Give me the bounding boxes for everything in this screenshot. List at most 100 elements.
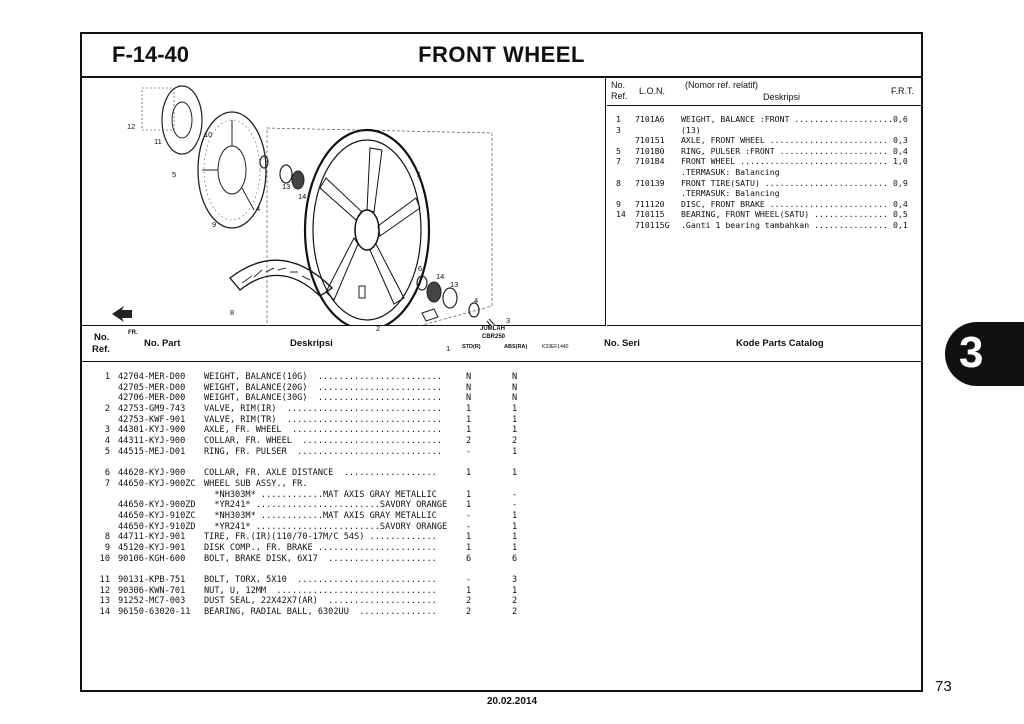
row-qty-std: - [466,521,472,532]
row-qty-std: 1 [466,425,472,436]
row-qty-abs: 2 [512,607,518,618]
group-spacer [82,458,921,469]
callout-14b: 14 [436,272,445,281]
ref-col-lon: L.O.N. [639,86,666,96]
table-row: 44650-KYJ-910ZC *NH303M* ............MAT… [82,511,921,522]
ref-description: .TERMASUK: Balancing [681,188,780,199]
col-catalog: Kode Parts Catalog [736,338,824,349]
callout-13b: 13 [450,280,459,289]
ref-lon: 711120 [635,198,665,209]
col-std: STD(R) [462,344,481,350]
pulser-ring-drawing [141,85,203,155]
ref-description: FRONT TIRE(SATU) .......................… [681,177,889,188]
callout-5: 5 [172,170,177,179]
ref-description: DISC, FRONT BRAKE ......................… [681,198,889,209]
ref-row: 8 710139 FRONT TIRE(SATU) ................… [607,178,921,189]
row-description: COLLAR, FR. AXLE DISTANCE ..............… [204,468,437,479]
table-row: 44650-KYJ-900ZD *YR241* ................… [82,500,921,511]
row-qty-abs: 1 [512,414,518,425]
ref-description: .TERMASUK: Balancing [681,166,780,177]
row-ref: 3 [104,425,110,436]
row-qty-std: - [466,575,472,586]
row-qty-std: 1 [466,414,472,425]
row-part-number: 42705-MER-D00 [118,382,186,393]
ref-row: 710151 AXLE, FRONT WHEEL ................… [607,135,921,146]
row-part-number: 44650-KYJ-900ZC [118,478,196,489]
right-bearing-drawing [416,275,480,318]
wheel-rim-drawing [303,128,431,326]
row-qty-abs: 1 [512,446,518,457]
row-description: RING, FR. PULSER .......................… [204,446,442,457]
row-qty-abs: 1 [512,404,518,415]
row-qty-std: - [466,446,472,457]
ref-row: .TERMASUK: Balancing [607,167,921,178]
ref-description: FRONT WHEEL ............................… [681,156,889,167]
row-ref: 12 [99,585,110,596]
ref-number: 8 [616,177,621,188]
ref-description: .Ganti 1 bearing tambahkan .............… [681,219,889,230]
front-direction-arrow [112,306,132,322]
col-abs: ABS(RA) [504,344,528,350]
col-model: CBR250 [482,334,506,340]
ref-lon: 710115 [635,209,665,220]
ref-lon: 7101A6 [635,114,665,124]
ref-row: 710115G.Ganti 1 bearing tambahkan ......… [607,220,921,231]
row-qty-abs: N [512,372,518,382]
row-qty-std: 6 [466,553,472,564]
ref-frt: 0,9 [893,177,908,188]
row-description: TIRE, FR.(IR)(110/70-17M/C 54S) ........… [204,532,437,543]
ref-frt: 0,5 [893,209,908,220]
ref-frt: 0,4 [893,145,908,156]
row-ref: 1 [104,372,110,382]
parts-table-header: No. Ref. No. Part Deskripsi JUMLAH CBR25… [82,326,921,362]
row-qty-std: 1 [466,543,472,553]
ref-frt: 0,1 [893,219,908,230]
row-qty-std: 1 [466,404,472,415]
ref-panel-header: No. Ref. L.O.N. (Nomor ref. relatif) Des… [607,78,921,106]
row-ref: 7 [104,478,110,489]
row-ref: 14 [99,607,110,618]
row-description: DUST SEAL, 22X42X7(AR) .................… [204,596,437,607]
footer-date: 20.02.2014 [486,696,538,707]
ref-number: 7 [616,156,621,167]
row-part-number: 42753-GM9-743 [118,404,186,415]
row-description: *YR241* ........................SAVORY O… [204,521,448,532]
figure-code: F-14-40 [112,42,190,67]
left-bearing-drawing [259,155,305,190]
row-description: DISK COMP., FR. BRAKE ..................… [204,543,437,553]
callout-2: 2 [376,324,381,333]
row-part-number: 44650-KYJ-910ZC [118,510,196,521]
exploded-diagram: 12 11 5 10 9 4 13 14 7 6 14 13 4 3 8 2 1… [82,78,606,353]
ref-description: AXLE, FRONT WHEEL ......................… [681,135,889,146]
row-qty-abs: 3 [512,575,518,586]
ref-number: 3 [616,124,621,135]
callout-3: 3 [506,316,511,325]
row-qty-std: 1 [466,468,472,479]
row-qty-std: 1 [466,532,472,543]
ref-lon: 710151 [635,135,665,146]
row-description: VALVE, RIM(TR) .........................… [204,414,442,425]
row-qty-abs: 1 [512,521,518,532]
table-row: *NH303M* ............MAT AXIS GRAY METAL… [82,490,921,501]
ref-description: (13) [681,124,701,135]
row-part-number: 96150-63020-11 [118,607,191,618]
row-ref: 13 [99,596,110,607]
brake-disc-drawing [197,111,267,229]
row-part-number: 44711-KYJ-901 [118,532,186,543]
row-ref: 9 [104,543,110,553]
row-part-number: 44301-KYJ-900 [118,425,186,436]
ref-lon: 710139 [635,177,665,188]
col-jumlah: JUMLAH [480,326,505,332]
